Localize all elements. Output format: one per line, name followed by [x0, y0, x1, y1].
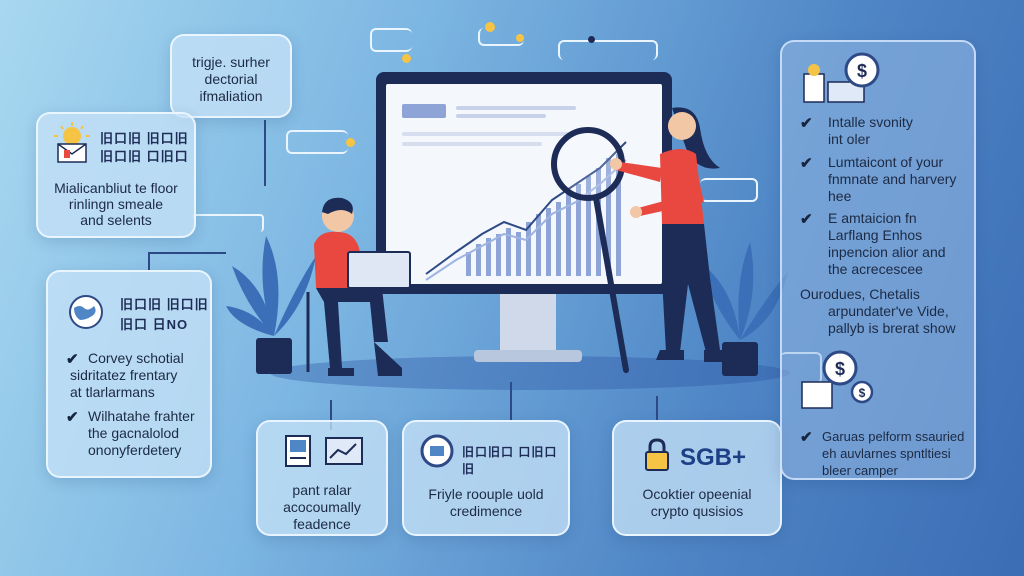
- screen-text-line: [456, 114, 546, 118]
- checklist-line: Garuas pelform ssauried: [822, 429, 965, 444]
- checklist-line: E amtaicion fn: [828, 210, 917, 226]
- connector-line: [286, 130, 348, 154]
- card-line: trigje. surher: [192, 54, 270, 70]
- checkmark-icon: ✔: [800, 115, 813, 132]
- document-sun-icon: [54, 122, 90, 163]
- top-info-card: trigje. surher dectorial ifmaliation: [170, 34, 292, 118]
- card-heading: 旧口旧口 口旧口旧: [462, 445, 558, 476]
- checklist-line: eh auvlarnes spntltiesi: [822, 446, 951, 461]
- checkmark-icon: ✔: [800, 211, 813, 228]
- card-line: ifmaliation: [199, 88, 263, 104]
- finance-document-icon: $: [803, 52, 880, 103]
- connector-line: [656, 396, 658, 420]
- checklist-line: bleer camper: [822, 463, 898, 478]
- spark-icon: [516, 34, 524, 42]
- connector-line: [192, 214, 264, 232]
- checkmark-icon: ✔: [800, 155, 813, 172]
- document-icon: [285, 435, 311, 467]
- left-checklist-card: 旧口旧 旧口旧 旧口 日NO ✔ Corvey schotial sidrita…: [46, 270, 212, 478]
- checklist-line: Larflang Enhos: [828, 227, 923, 243]
- card-line: acocoumally: [283, 499, 361, 515]
- standing-person-illustration: [610, 107, 724, 362]
- checklist-line: arpundater've Vide,: [828, 303, 949, 319]
- checklist-line: inpencion alior and: [828, 244, 946, 260]
- chart-document-icon: [325, 437, 363, 465]
- card-line: Mialicanbliut te floor: [54, 180, 178, 196]
- card-line: rinlingn smeale: [68, 196, 164, 212]
- card-heading: 旧口旧 旧口旧: [120, 297, 209, 312]
- svg-text:$: $: [835, 359, 845, 379]
- checkmark-icon: ✔: [66, 351, 79, 368]
- checklist-line: int oler: [828, 131, 871, 147]
- checklist-line: hee: [828, 188, 852, 204]
- screen-text-line: [456, 106, 576, 110]
- checklist-line: Intalle svonity: [828, 114, 913, 130]
- spark-icon: [346, 138, 355, 147]
- svg-text:$: $: [859, 386, 866, 400]
- checklist-line: the acrecescee: [828, 261, 923, 277]
- connector-line: [148, 252, 226, 272]
- connector-line: [510, 382, 512, 420]
- checklist-line: the gacnalolod: [88, 425, 180, 441]
- checklist-line: Corvey schotial: [88, 350, 184, 366]
- screen-header-bar: [402, 104, 446, 118]
- spark-icon: [588, 36, 595, 43]
- spark-icon: [402, 54, 411, 63]
- checklist-line: pallyb is brerat show: [828, 320, 956, 336]
- svg-text:$: $: [857, 61, 867, 81]
- checklist-line: Lumtaicont of your: [828, 154, 944, 170]
- card-heading: 旧口旧 口旧口: [100, 149, 189, 164]
- connector-line: [558, 40, 658, 60]
- connector-line: [478, 28, 524, 46]
- connector-line: [370, 28, 412, 52]
- checklist-line: sidritatez frentary: [70, 367, 178, 383]
- spark-icon: [485, 22, 495, 32]
- bottom-card-credibility: 旧口旧口 口旧口旧 Friyle roouple uold credimence: [402, 420, 570, 536]
- card-line: crypto qusisios: [650, 503, 744, 519]
- dollar-coin-icon: $ $: [801, 350, 874, 409]
- card-line: pant ralar: [292, 482, 352, 498]
- card-line: dectorial: [204, 71, 258, 87]
- screen-growth-chart: [425, 141, 627, 281]
- credential-badge-icon: [420, 434, 454, 468]
- connector-line: [330, 400, 332, 430]
- card-heading: 旧口旧 旧口旧: [100, 131, 189, 146]
- left-top-info-card: 旧口旧 旧口旧 旧口旧 口旧口 Mialicanbliut te floor r…: [36, 112, 196, 238]
- seated-person-illustration: [306, 197, 411, 376]
- card-line: credimence: [449, 503, 523, 519]
- card-line: Friyle roouple uold: [428, 486, 544, 502]
- checklist-line: fnmnate and harvery: [828, 171, 957, 187]
- padlock-icon: [645, 438, 669, 471]
- checklist-line: at tlarlarmans: [70, 384, 155, 400]
- monitor-stand: [500, 294, 556, 350]
- monitor-base: [474, 350, 582, 362]
- card-line: Ocoktier opeenial: [642, 486, 752, 502]
- bottom-card-documents: pant ralar acocoumally feadence: [256, 420, 388, 536]
- checkmark-icon: ✔: [800, 429, 813, 446]
- checklist-line: Wilhatahe frahter: [88, 408, 195, 424]
- checklist-line: Ourodues, Chetalis: [800, 286, 920, 302]
- checklist-line: ononyferdetery: [88, 442, 182, 458]
- checkmark-icon: ✔: [66, 409, 79, 426]
- connector-line: [700, 178, 758, 202]
- screen-text-line: [402, 142, 542, 146]
- globe-icon: [69, 295, 103, 329]
- bottom-card-security: SGB+ Ocoktier opeenial crypto qusisios: [612, 420, 782, 536]
- card-heading: 旧口 日NO: [120, 317, 189, 332]
- plant-icon: [226, 236, 316, 374]
- security-badge-label: SGB+: [680, 444, 747, 471]
- screen-text-line: [402, 132, 572, 136]
- right-checklist-card: $ ✔ Intalle svonity int oler ✔ Lumtaicon…: [780, 40, 976, 480]
- card-line: feadence: [293, 516, 351, 532]
- card-line: and selents: [80, 212, 152, 228]
- connector-line: [264, 120, 266, 186]
